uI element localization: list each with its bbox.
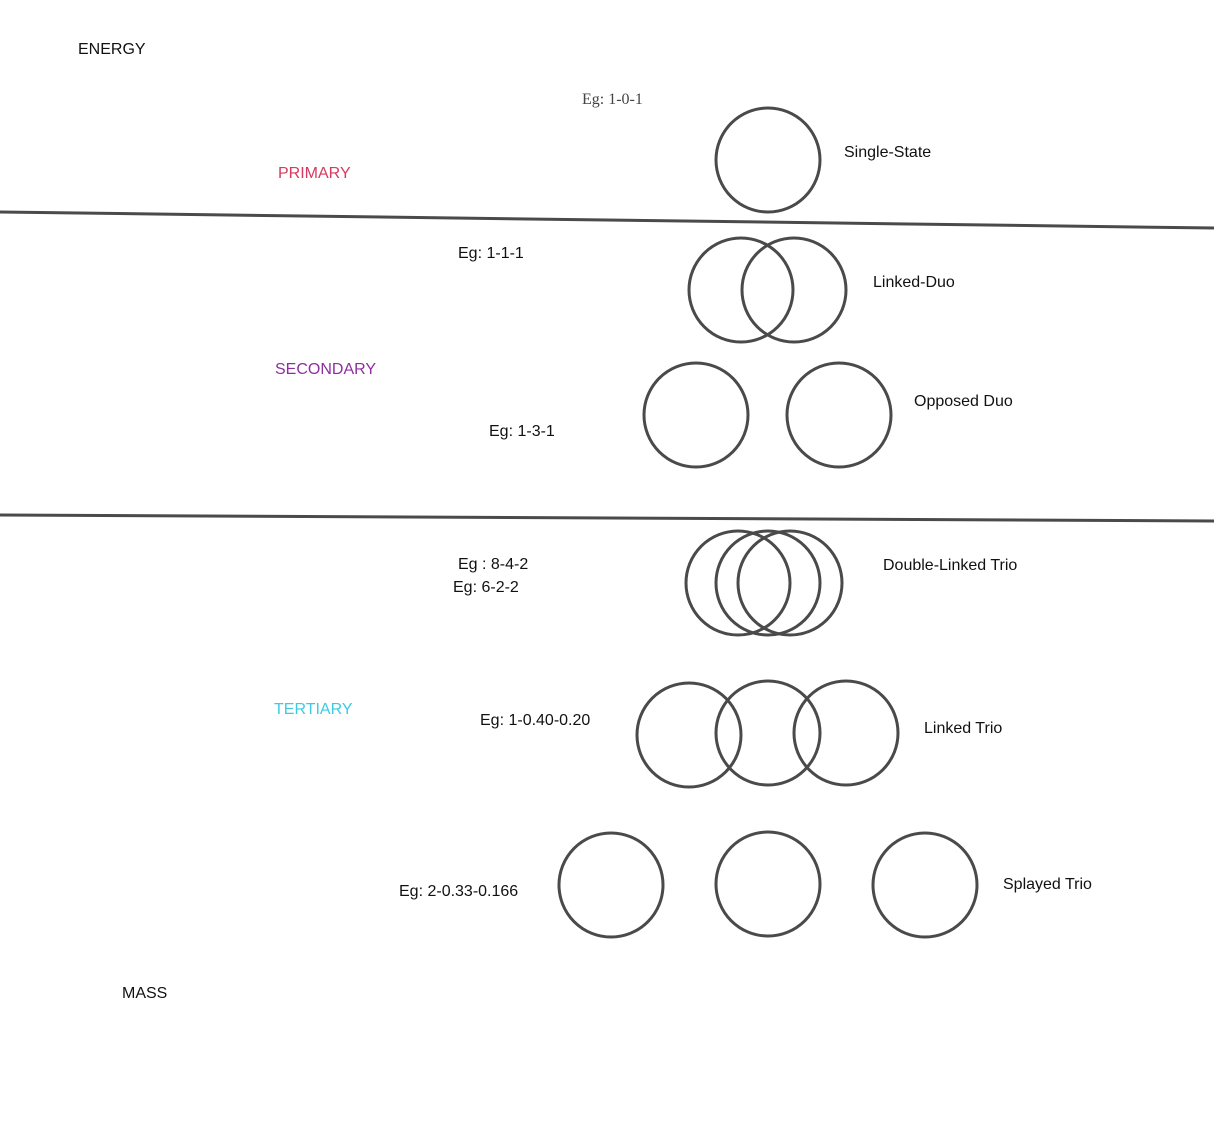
config-label-splayed-trio: Splayed Trio (1003, 876, 1092, 893)
circle (740, 236, 848, 344)
example-splayed-trio: Eg: 2-0.33-0.166 (399, 883, 519, 900)
example-linked-trio: Eg: 1-0.40-0.20 (480, 712, 591, 729)
linked-trio-circles (635, 679, 900, 789)
tier-label-secondary: SECONDARY (275, 361, 377, 378)
linked-duo-circles (687, 236, 848, 344)
circle (785, 361, 893, 469)
circle (684, 529, 792, 637)
example-linked-duo: Eg: 1-1-1 (458, 245, 524, 262)
config-label-linked-trio: Linked Trio (924, 720, 1003, 737)
circle (635, 681, 743, 789)
splayed-trio-circles (557, 830, 979, 939)
circle (871, 831, 979, 939)
single-state-circles (714, 106, 822, 214)
circle (792, 679, 900, 787)
circle (714, 106, 822, 214)
circle (642, 361, 750, 469)
circle (736, 529, 844, 637)
config-label-linked-duo: Linked-Duo (873, 274, 955, 291)
opposed-duo-circles (642, 361, 893, 469)
example-double-linked-trio-1: Eg : 8-4-2 (458, 556, 529, 573)
tier-label-tertiary: TERTIARY (274, 701, 353, 718)
circle (714, 679, 822, 787)
config-label-double-linked-trio: Double-Linked Trio (883, 557, 1018, 574)
divider-secondary-tertiary (0, 513, 1214, 523)
example-double-linked-trio-2: Eg: 6-2-2 (453, 579, 519, 596)
example-opposed-duo: Eg: 1-3-1 (489, 423, 555, 440)
config-label-single-state: Single-State (844, 144, 932, 161)
circle (687, 236, 795, 344)
circle (714, 529, 822, 637)
circle (714, 830, 822, 938)
divider-primary-secondary (0, 210, 1214, 230)
axis-label-energy: ENERGY (78, 41, 146, 58)
example-single-state: Eg: 1-0-1 (582, 91, 643, 108)
circle (557, 831, 665, 939)
tier-label-primary: PRIMARY (278, 165, 351, 182)
double-linked-trio-circles (684, 529, 844, 637)
config-label-opposed-duo: Opposed Duo (914, 393, 1013, 410)
axis-label-mass: MASS (122, 985, 168, 1002)
